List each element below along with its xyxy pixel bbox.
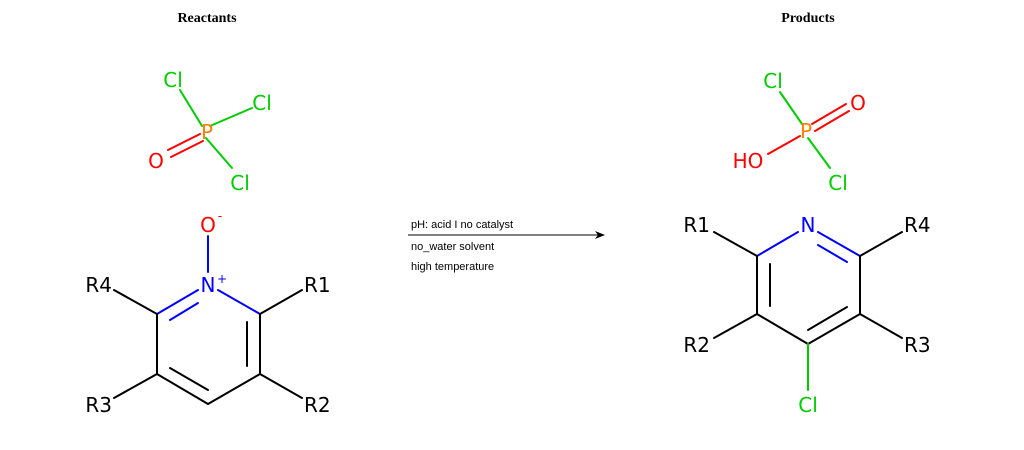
bond-n-c6 [817,231,861,257]
label-r3: R3 [85,393,112,417]
atom-p: P [800,119,812,143]
reactant-pyridine-n-oxide [113,235,303,405]
charge-plus: + [217,272,227,286]
products-heading: Products [781,11,835,26]
bond-p-o-double-2 [170,140,204,158]
label-r1: R1 [683,213,710,237]
bond-c2-r1 [713,231,758,257]
bond-n-c6 [217,289,261,315]
atom-cl-top: Cl [763,69,783,93]
bond-c6-r4 [859,231,903,257]
charge-minus: - [218,209,222,223]
label-r1: R1 [304,273,331,297]
bond-c6-r1 [259,289,303,315]
bond-c4-c5 [207,373,261,405]
label-r4: R4 [904,213,931,237]
bond-c5-r3 [859,313,903,339]
bond-n-c6-inner [817,244,848,263]
bond-c4-c5 [807,313,861,345]
atom-o-minus: O [200,213,216,237]
label-r2: R2 [683,333,710,357]
bond-p-oh [767,135,801,155]
reactant-pocl3: P Cl Cl Cl O [148,68,272,195]
bond-p-o-double-2 [814,110,850,132]
bond-c3-c4 [756,313,809,345]
bond-c3-r2 [713,313,758,339]
label-r2: R2 [304,393,331,417]
bond-p-o-double-1 [811,103,847,125]
label-r4: R4 [85,273,112,297]
atom-cl: Cl [798,393,818,417]
bond-p-cl-bottom [807,137,831,169]
bond-n-c2 [756,231,799,257]
bond-c3-c4 [156,373,209,405]
bond-p-cl-right [209,107,253,127]
bond-p-cl-top [779,91,803,125]
bond-c3-c4-inner [169,367,209,391]
bond-p-cl-top [179,89,203,127]
bond-n-c2 [156,289,199,315]
bond-c3-r3 [113,373,158,399]
atom-cl-bottom: Cl [828,171,848,195]
atom-n-plus: N [201,273,216,297]
condition-temperature: high temperature [411,261,494,273]
bond-c4-c5-inner [807,306,848,331]
bond-c5-r2 [259,373,303,399]
atom-n: N [801,213,816,237]
atom-cl-bottom: Cl [230,171,250,195]
atom-cl-right: Cl [252,91,272,115]
bond-p-cl-bottom [205,137,233,169]
product-phosphorodichloridic-acid: P Cl O HO Cl [733,69,866,195]
condition-ph-catalyst: pH: acid I no catalyst [411,219,513,231]
bond-c2-r4 [113,289,158,315]
atom-o: O [148,149,164,173]
reactants-heading: Reactants [177,11,237,26]
label-r3: R3 [904,333,931,357]
reaction-arrow: pH: acid I no catalyst no_water solvent … [408,219,605,273]
bond-p-o-double-1 [167,133,201,151]
bond-n-c2-inner [169,302,199,321]
atom-p: P [201,120,213,144]
atom-o: O [850,91,866,115]
condition-solvent: no_water solvent [411,241,494,253]
atom-ho: HO [733,149,764,173]
product-chloropyridine [713,231,903,391]
atom-cl-top: Cl [163,68,183,92]
